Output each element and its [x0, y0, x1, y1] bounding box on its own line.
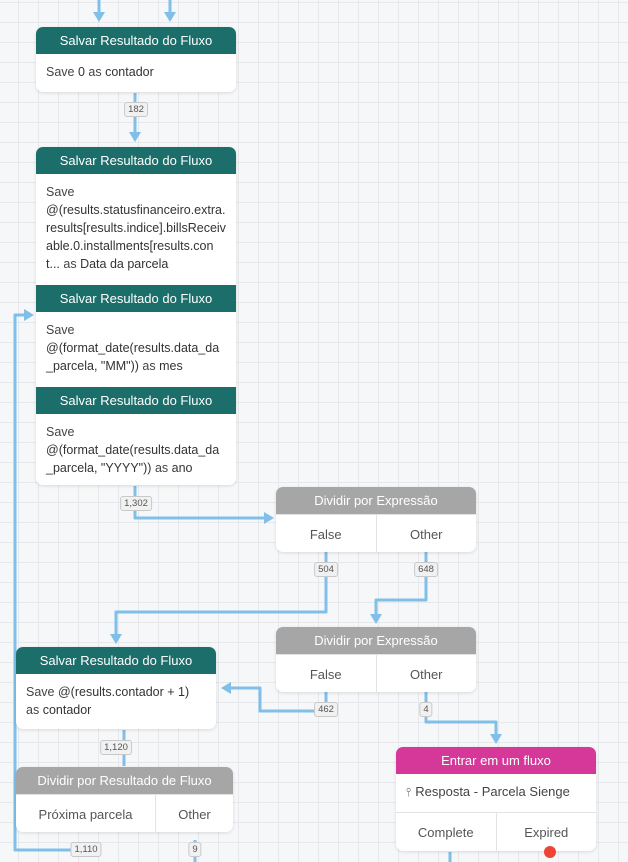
node-group-save-parcela[interactable]: Salvar Resultado do Fluxo Save @(results… [36, 147, 236, 485]
save-value: @(results.contador + 1) [57, 685, 190, 699]
arrow-648 [370, 614, 382, 624]
save-prefix: Save [46, 323, 75, 337]
exit-row: False Other [276, 654, 476, 692]
save-target: ano [171, 461, 193, 475]
save-as: as [142, 359, 156, 373]
exit-other[interactable]: Other [375, 515, 477, 552]
save-value: @(format_date(results.data_da_parcela, "… [46, 443, 220, 475]
node-body: Save @(format_date(results.data_da_parce… [36, 312, 236, 387]
node-header: Entrar em um fluxo [396, 747, 596, 774]
count-badge[interactable]: 1,110 [70, 842, 102, 857]
save-target: Data da parcela [80, 257, 169, 271]
save-prefix: Save [46, 65, 75, 79]
arrow-4 [490, 734, 502, 744]
save-as: as [88, 65, 102, 79]
expired-exit-dot[interactable] [544, 846, 556, 858]
save-value: 0 [77, 65, 85, 79]
arrow-in-2 [164, 12, 176, 22]
node-save-contador[interactable]: Salvar Resultado do Fluxo Save 0 as cont… [36, 27, 236, 92]
node-header: Dividir por Expressão [276, 487, 476, 514]
sitemap-icon: ⫯ [406, 785, 412, 799]
count-badge[interactable]: 4 [419, 702, 433, 717]
arrow-1302 [264, 512, 274, 524]
count-badge[interactable]: 648 [414, 562, 438, 577]
save-target: mes [159, 359, 183, 373]
flow-name[interactable]: Resposta - Parcela Sienge [415, 784, 570, 799]
arrow-182 [129, 132, 141, 142]
save-value: @(results.statusfinanceiro.extra.results… [46, 203, 226, 271]
wire-loop-1110 [13, 313, 86, 852]
save-target: contador [105, 65, 154, 79]
node-split-expression-1[interactable]: Dividir por Expressão False Other [276, 487, 476, 552]
wire-1302 [133, 486, 266, 520]
exit-false[interactable]: False [309, 526, 342, 542]
count-badge[interactable]: 9 [188, 842, 202, 857]
count-badge[interactable]: 1,120 [100, 740, 132, 755]
exit-complete[interactable]: Complete [417, 824, 474, 840]
exit-row: Próxima parcela Other [16, 794, 233, 832]
wire-4 [424, 692, 498, 736]
exit-other[interactable]: Other [155, 795, 233, 832]
exit-row: Complete Expired [396, 812, 596, 851]
exit-false[interactable]: False [309, 666, 342, 682]
node-save-contador-increment[interactable]: Salvar Resultado do Fluxo Save @(results… [16, 647, 216, 729]
node-header: Salvar Resultado do Fluxo [16, 647, 216, 674]
node-header: Dividir por Resultado de Fluxo [16, 767, 233, 794]
count-badge[interactable]: 1,302 [120, 496, 152, 511]
save-value: @(format_date(results.data_da_parcela, "… [46, 341, 220, 373]
node-body: Save @(results.statusfinanceiro.extra.re… [36, 174, 236, 285]
arrow-in-1 [93, 12, 105, 22]
arrow-462 [221, 682, 231, 694]
node-body: Save @(results.contador + 1) as contador [16, 674, 216, 729]
count-badge[interactable]: 504 [314, 562, 338, 577]
node-enter-flow[interactable]: Entrar em um fluxo ⫯Resposta - Parcela S… [396, 747, 596, 851]
save-prefix: Save [26, 685, 55, 699]
exit-other[interactable]: Other [375, 655, 477, 692]
node-header: Salvar Resultado do Fluxo [36, 387, 236, 414]
save-prefix: Save [46, 425, 75, 439]
exit-row: False Other [276, 514, 476, 552]
arrow-504 [110, 634, 122, 644]
save-prefix: Save [46, 185, 75, 199]
save-as: as [154, 461, 169, 475]
node-split-flow-result[interactable]: Dividir por Resultado de Fluxo Próxima p… [16, 767, 233, 832]
save-target: contador [42, 703, 92, 717]
node-split-expression-2[interactable]: Dividir por Expressão False Other [276, 627, 476, 692]
node-body: Save @(format_date(results.data_da_parce… [36, 414, 236, 485]
node-header: Salvar Resultado do Fluxo [36, 27, 236, 54]
node-body: ⫯Resposta - Parcela Sienge [396, 774, 596, 812]
exit-expired[interactable]: Expired [495, 813, 597, 851]
node-header: Salvar Resultado do Fluxo [36, 285, 236, 312]
node-header: Dividir por Expressão [276, 627, 476, 654]
node-header: Salvar Resultado do Fluxo [36, 147, 236, 174]
count-badge[interactable]: 462 [314, 702, 338, 717]
save-as: as [63, 257, 77, 271]
node-body: Save 0 as contador [36, 54, 236, 91]
exit-proxima-parcela[interactable]: Próxima parcela [38, 806, 133, 822]
wire-504 [114, 552, 328, 636]
arrow-loop-1110 [24, 309, 34, 321]
save-as: as [26, 703, 40, 717]
count-badge[interactable]: 182 [124, 102, 148, 117]
